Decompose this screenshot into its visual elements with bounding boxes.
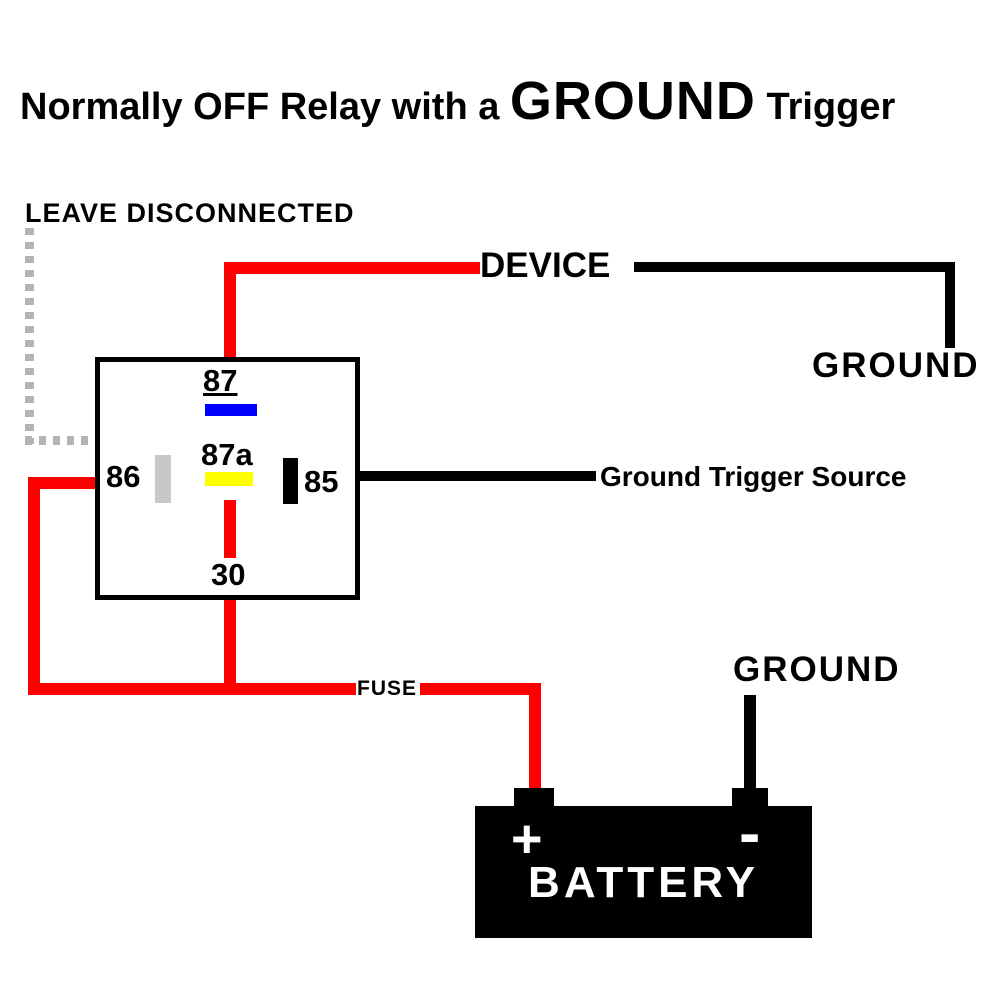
battery-body [475,806,812,938]
device-label: DEVICE [480,246,611,285]
diagram-title: Normally OFF Relay with a GROUND Trigger [20,70,895,132]
wire-30-vertical [224,597,236,690]
dotted-wire-vertical [25,228,34,444]
wire-87-vertical [224,262,236,362]
wire-85-to-trigger [358,471,596,481]
relay-contact-30-bar [224,500,236,558]
relay-coil-85-bar [283,458,298,504]
ground-bottom-label: GROUND [733,650,901,689]
wire-bottom-run-left [28,683,356,695]
fuse-label: FUSE [357,677,418,700]
wire-device-to-ground-horizontal [634,262,955,272]
wire-bottom-run-right [420,683,541,695]
battery-positive-terminal [514,788,554,810]
wire-87-to-device [224,262,480,274]
battery-negative-terminal [732,788,768,810]
relay-pin-87a-label: 87a [201,437,253,472]
title-emphasis: GROUND [509,71,756,131]
battery-minus-sign: - [739,797,761,869]
battery-label: BATTERY [528,858,759,907]
ground-top-label: GROUND [812,346,980,385]
title-suffix: Trigger [755,86,896,128]
relay-contact-87a-bar [205,472,253,486]
wire-86-horizontal [28,477,98,489]
relay-pin-86-label: 86 [106,459,141,494]
wire-to-battery-positive [529,683,541,805]
title-prefix: Normally OFF Relay with a [20,86,510,128]
ground-trigger-source-label: Ground Trigger Source [600,461,907,492]
wire-86-vertical [28,477,40,695]
leave-disconnected-label: LEAVE DISCONNECTED [25,198,355,228]
relay-contact-87-bar [205,404,257,416]
relay-coil-86-bar [155,455,171,503]
battery-plus-sign: + [511,809,543,869]
wire-ground-to-battery-negative [744,695,756,793]
wire-device-to-ground-vertical [945,262,955,348]
relay-pin-30-label: 30 [211,557,246,592]
relay-pin-87-label: 87 [203,363,238,398]
relay-pin-85-label: 85 [304,464,339,499]
